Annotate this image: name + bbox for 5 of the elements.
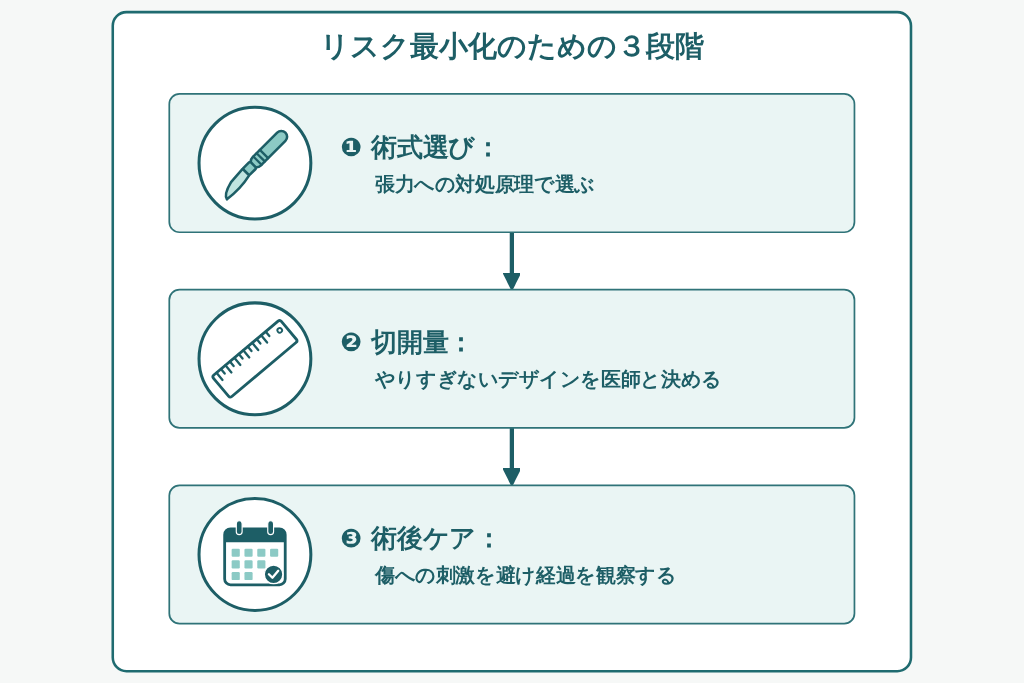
node-box: ❶ 術式選び： 張力への対処原理で選ぶ xyxy=(168,92,856,233)
node-box: ❷ 切開量： やりすぎないデザインを医師と決める xyxy=(168,288,856,429)
arrow xyxy=(502,232,522,291)
arrow xyxy=(502,427,522,486)
node-box: ❸ 術後ケア： 傷への刺激を避け経過を観察する xyxy=(168,484,856,625)
